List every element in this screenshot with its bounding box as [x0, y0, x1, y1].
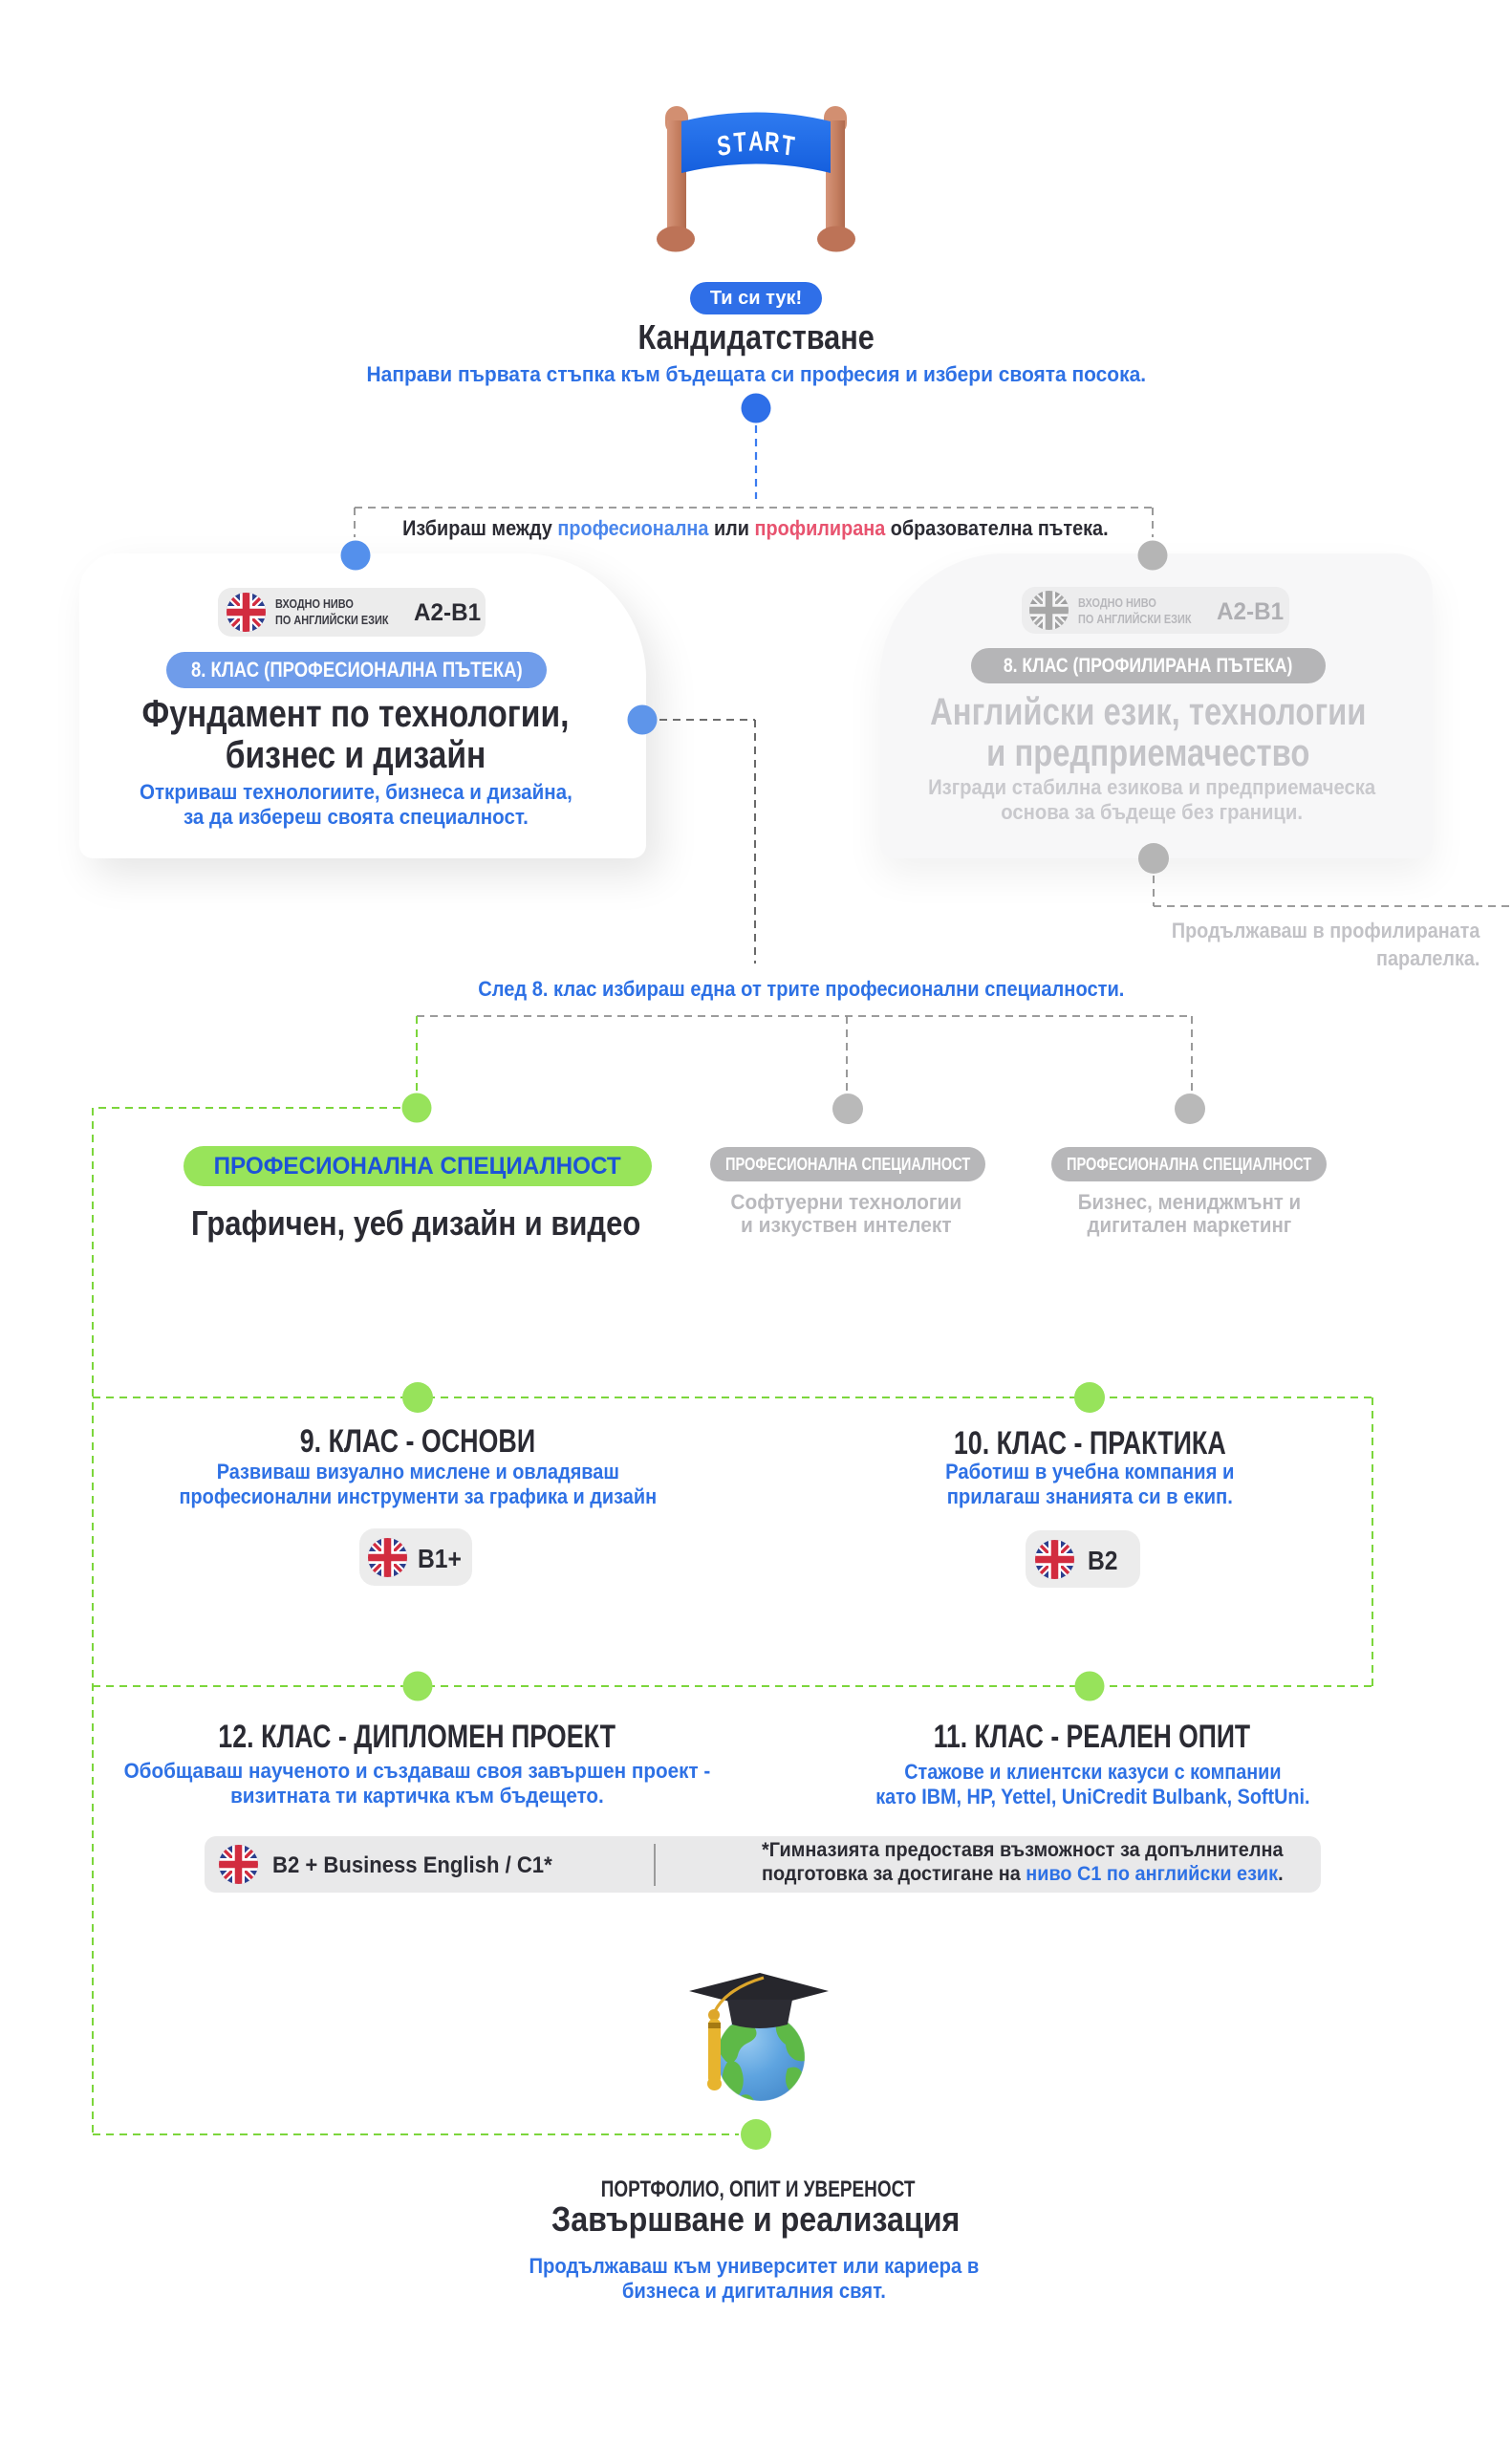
svg-text:S: S: [716, 130, 732, 162]
svg-text:T: T: [733, 127, 747, 159]
svg-text:R: R: [764, 127, 780, 159]
svg-text:T: T: [780, 130, 796, 162]
svg-text:A: A: [748, 126, 763, 157]
